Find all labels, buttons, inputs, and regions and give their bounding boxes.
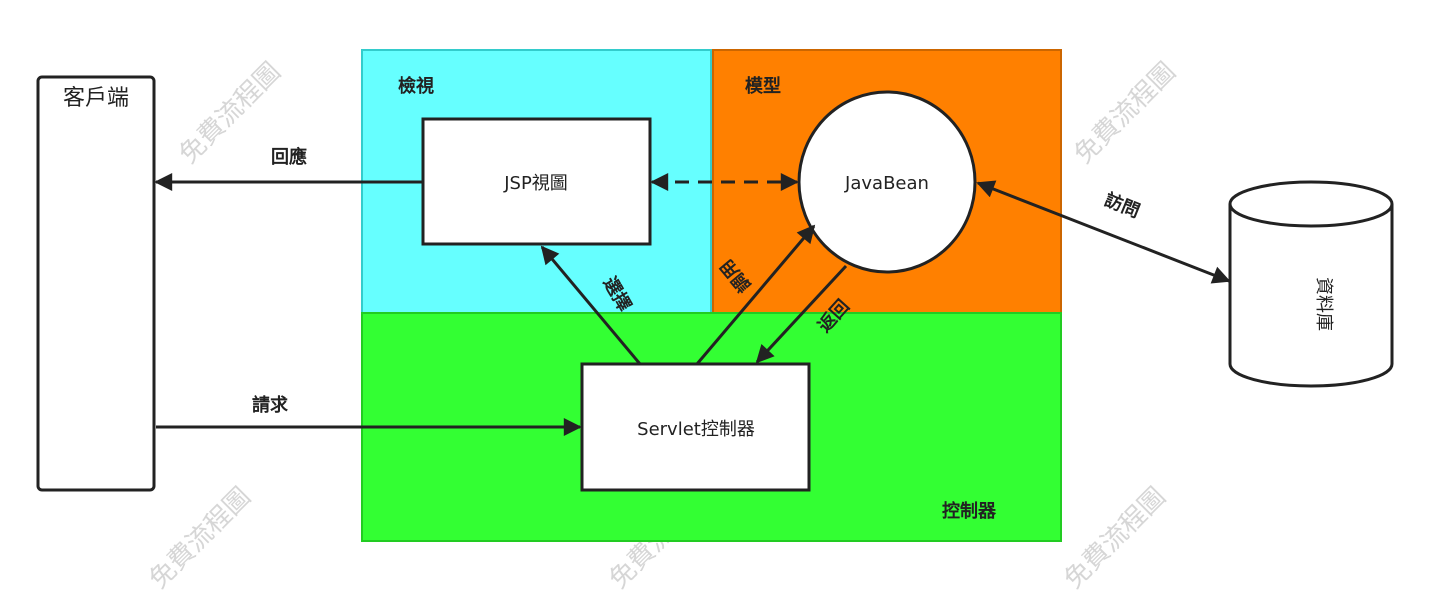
watermark: 免費流程圖 — [144, 482, 257, 592]
servlet-label: Servlet控制器 — [637, 419, 755, 440]
servlet-box — [580, 362, 811, 492]
jsp-view-label: JSP視圖 — [503, 173, 568, 194]
jsp-view-box — [421, 117, 652, 246]
request-label: 請求 — [252, 394, 289, 416]
access-label: 訪問 — [1101, 188, 1143, 222]
javabean-circle — [797, 90, 977, 274]
call-arrow — [695, 224, 816, 365]
select-arrow — [540, 245, 642, 365]
database-label: 資料庫 — [1313, 277, 1334, 331]
view-region-label: 檢視 — [398, 75, 434, 97]
client-box — [36, 75, 156, 492]
watermark: 免費流程圖 — [1059, 482, 1172, 592]
javabean-label: JavaBean — [844, 173, 929, 194]
database-cylinder — [1228, 180, 1394, 388]
watermark: 免費流程圖 — [1069, 57, 1182, 170]
access-arrow — [976, 180, 1231, 284]
client-label: 客戶端 — [63, 86, 129, 111]
model-region-label: 模型 — [745, 75, 781, 97]
response-label: 回應 — [271, 146, 307, 168]
watermark: 免費流程圖 — [174, 57, 287, 170]
controller-region-label: 控制器 — [942, 500, 997, 522]
return-arrow — [755, 264, 848, 364]
